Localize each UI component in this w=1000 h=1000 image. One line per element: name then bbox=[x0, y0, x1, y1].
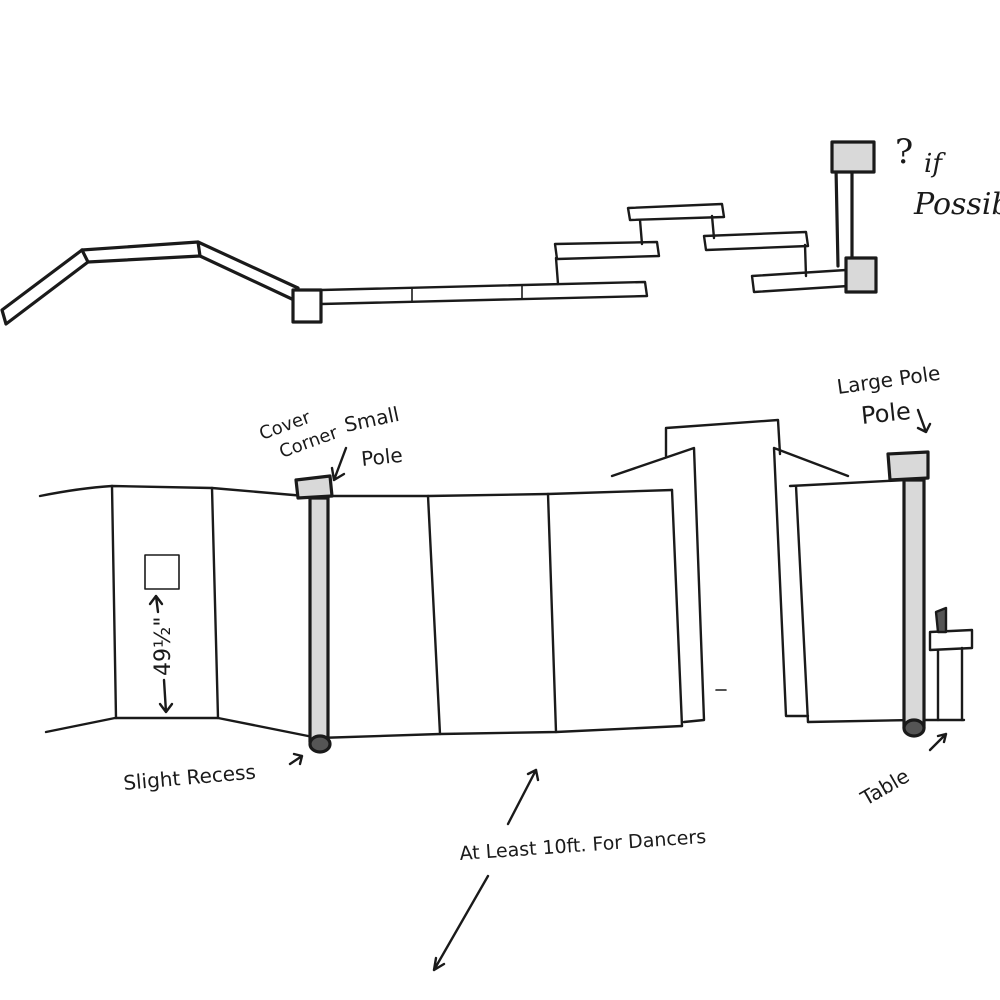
height-measure-annotation: 49½" bbox=[148, 594, 176, 714]
door-frame bbox=[664, 418, 782, 458]
dancers-annotation: At Least 10ft. For Dancers bbox=[432, 768, 707, 972]
large-pole-text-2: Pole bbox=[860, 397, 912, 430]
plan-step-lower-right bbox=[750, 268, 850, 294]
table-text: Table bbox=[856, 764, 914, 811]
table-arrow bbox=[928, 732, 948, 752]
table bbox=[928, 606, 974, 722]
panel-seam bbox=[110, 484, 118, 720]
if-possible-question: ? bbox=[895, 132, 913, 172]
large-pole-annotation: Large Pole Pole bbox=[835, 361, 942, 434]
top-view-plan bbox=[0, 140, 878, 326]
right-wall-top bbox=[788, 478, 908, 488]
small-pole-cap bbox=[294, 474, 334, 500]
cover-corner-arrow bbox=[330, 446, 348, 482]
plan-step-right bbox=[702, 230, 810, 252]
plan-wall-straight bbox=[319, 280, 649, 306]
large-pole-base bbox=[902, 718, 926, 738]
cover-corner-text-4: Pole bbox=[360, 443, 404, 471]
right-wall-seam bbox=[794, 484, 810, 724]
table-annotation: Table bbox=[856, 732, 948, 811]
door-flat-left bbox=[610, 446, 706, 724]
panel-seam bbox=[670, 488, 684, 728]
large-pole-cap bbox=[886, 450, 930, 482]
panel-seam bbox=[546, 492, 558, 734]
cover-corner-annotation: Cover Corner Small Pole bbox=[257, 402, 404, 482]
slight-recess-arrow bbox=[288, 752, 304, 766]
plan-small-pole bbox=[291, 288, 323, 324]
plan-wall-top-left bbox=[80, 240, 202, 264]
large-pole-text-1: Large Pole bbox=[835, 361, 941, 399]
if-possible-word: Possible bbox=[913, 187, 1000, 222]
wall-bottom-edge bbox=[44, 716, 684, 740]
small-pole-base bbox=[308, 734, 332, 754]
height-measure-arrow-up bbox=[148, 594, 164, 614]
if-possible-if: if bbox=[924, 149, 946, 179]
dancers-arrow-down bbox=[432, 874, 490, 972]
plan-bottom-pole bbox=[844, 256, 878, 294]
height-measure-text: 49½" bbox=[151, 617, 176, 676]
large-pole-shaft bbox=[902, 478, 926, 730]
slight-recess-text: Slight Recess bbox=[122, 759, 256, 794]
cover-corner-text-3: Small bbox=[342, 402, 401, 437]
small-pole-shaft bbox=[308, 496, 330, 744]
dancers-arrow-up bbox=[506, 768, 540, 826]
right-wall-bottom bbox=[806, 718, 966, 724]
plan-post-vertical bbox=[834, 166, 854, 268]
large-pole-arrow bbox=[916, 408, 932, 434]
panel-seam bbox=[426, 494, 442, 736]
dancers-text: At Least 10ft. For Dancers bbox=[459, 826, 707, 865]
door-flat-right bbox=[772, 446, 850, 718]
wall-top-edge bbox=[38, 484, 674, 498]
plan-wall-right-slant bbox=[196, 240, 300, 302]
plan-step-top bbox=[626, 202, 726, 222]
panel-seam bbox=[210, 486, 220, 720]
front-elevation bbox=[38, 418, 974, 754]
plan-step-left bbox=[553, 240, 661, 261]
height-measure-arrow-down bbox=[158, 678, 174, 714]
if-possible-note: ? if Possible bbox=[895, 132, 1000, 222]
plan-wall-left-slant bbox=[0, 248, 90, 326]
wall-outlet-box bbox=[144, 554, 180, 590]
slight-recess-annotation: Slight Recess bbox=[122, 752, 304, 795]
plan-top-pole bbox=[830, 140, 876, 174]
